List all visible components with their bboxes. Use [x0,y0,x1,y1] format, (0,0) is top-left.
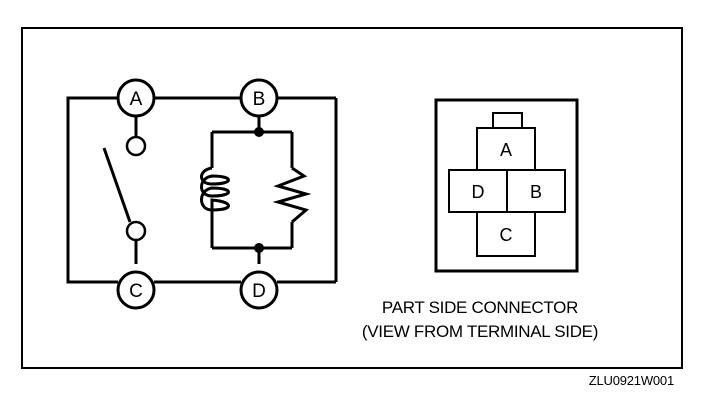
outer-frame [21,27,683,369]
coil-symbol [200,166,230,222]
pin-a-label: A [500,140,512,160]
pin-d-label: D [472,182,485,202]
switch-contact-upper [125,135,147,157]
connector-view: A D B C [434,98,579,273]
junction-dot-top [254,127,264,137]
pin-c-label: C [500,225,513,245]
pin-d-cell [448,169,508,213]
terminal-b: B [239,78,279,118]
resistor-symbol [272,166,312,224]
terminal-b-label: B [253,89,266,110]
terminal-d: D [239,270,279,310]
figure-code: ZLU0921W001 [588,373,674,388]
terminal-a: A [116,78,156,118]
switch-contact-lower [125,220,147,242]
junction-dot-bottom [254,243,264,253]
connector-caption-line1: PART SIDE CONNECTOR [381,298,579,317]
pin-c-cell [476,211,536,257]
terminal-a-label: A [130,89,143,110]
pin-b-label: B [530,182,542,202]
connector-latch [492,112,523,129]
pin-b-cell [506,169,566,213]
terminal-d-label: D [252,281,266,302]
terminal-c-label: C [129,281,143,302]
terminal-c: C [116,270,156,310]
connector-caption-line2: (VIEW FROM TERMINAL SIDE) [361,322,599,341]
